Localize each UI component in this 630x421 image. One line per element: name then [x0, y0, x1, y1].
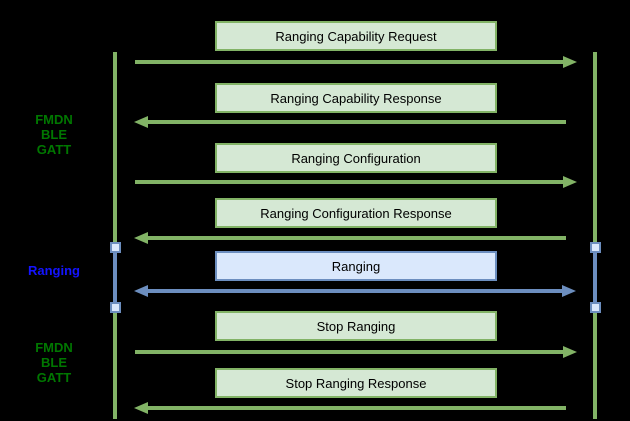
- arrow-line: [148, 236, 566, 240]
- arrow-line: [148, 406, 566, 410]
- arrow-stop-ranging: [135, 346, 577, 358]
- message-label: Ranging: [331, 258, 381, 274]
- arrow-line: [148, 120, 566, 124]
- message-label: Stop Ranging: [316, 318, 396, 334]
- arrow-ranging-bidirectional: [134, 285, 576, 297]
- arrowhead-right-icon: [562, 285, 576, 297]
- message-box-ranging-capability-request: Ranging Capability Request: [215, 21, 497, 51]
- side-label-fmdn-ble-gatt-bottom: FMDN BLE GATT: [35, 340, 73, 385]
- arrow-ranging-capability-response: [134, 116, 566, 128]
- activation-marker-right-bottom: [590, 302, 601, 313]
- message-box-ranging-configuration-response: Ranging Configuration Response: [215, 198, 497, 228]
- arrow-ranging-configuration-response: [134, 232, 566, 244]
- arrowhead-left-icon: [134, 285, 148, 297]
- message-box-stop-ranging-response: Stop Ranging Response: [215, 368, 497, 398]
- arrowhead-left-icon: [134, 232, 148, 244]
- message-label: Stop Ranging Response: [285, 375, 427, 391]
- arrowhead-left-icon: [134, 402, 148, 414]
- arrow-line: [135, 180, 563, 184]
- ranging-session-segment-right: [593, 247, 597, 308]
- side-label-ranging: Ranging: [28, 263, 80, 278]
- activation-marker-right-top: [590, 242, 601, 253]
- arrow-line: [135, 60, 563, 64]
- message-box-ranging-configuration: Ranging Configuration: [215, 143, 497, 173]
- activation-marker-left-bottom: [110, 302, 121, 313]
- arrowhead-right-icon: [563, 346, 577, 358]
- arrow-line: [148, 289, 562, 293]
- message-box-ranging: Ranging: [215, 251, 497, 281]
- ranging-session-segment-left: [113, 247, 117, 308]
- arrowhead-right-icon: [563, 176, 577, 188]
- arrow-line: [135, 350, 563, 354]
- arrow-ranging-capability-request: [135, 56, 577, 68]
- message-label: Ranging Capability Request: [275, 28, 437, 44]
- activation-marker-left-top: [110, 242, 121, 253]
- lifeline-left: [113, 52, 117, 419]
- arrowhead-right-icon: [563, 56, 577, 68]
- arrow-ranging-configuration: [135, 176, 577, 188]
- message-label: Ranging Configuration Response: [260, 205, 452, 221]
- message-label: Ranging Capability Response: [270, 90, 442, 106]
- message-box-stop-ranging: Stop Ranging: [215, 311, 497, 341]
- message-box-ranging-capability-response: Ranging Capability Response: [215, 83, 497, 113]
- arrowhead-left-icon: [134, 116, 148, 128]
- lifeline-right: [593, 52, 597, 419]
- side-label-fmdn-ble-gatt-top: FMDN BLE GATT: [35, 112, 73, 157]
- arrow-stop-ranging-response: [134, 402, 566, 414]
- message-label: Ranging Configuration: [291, 150, 421, 166]
